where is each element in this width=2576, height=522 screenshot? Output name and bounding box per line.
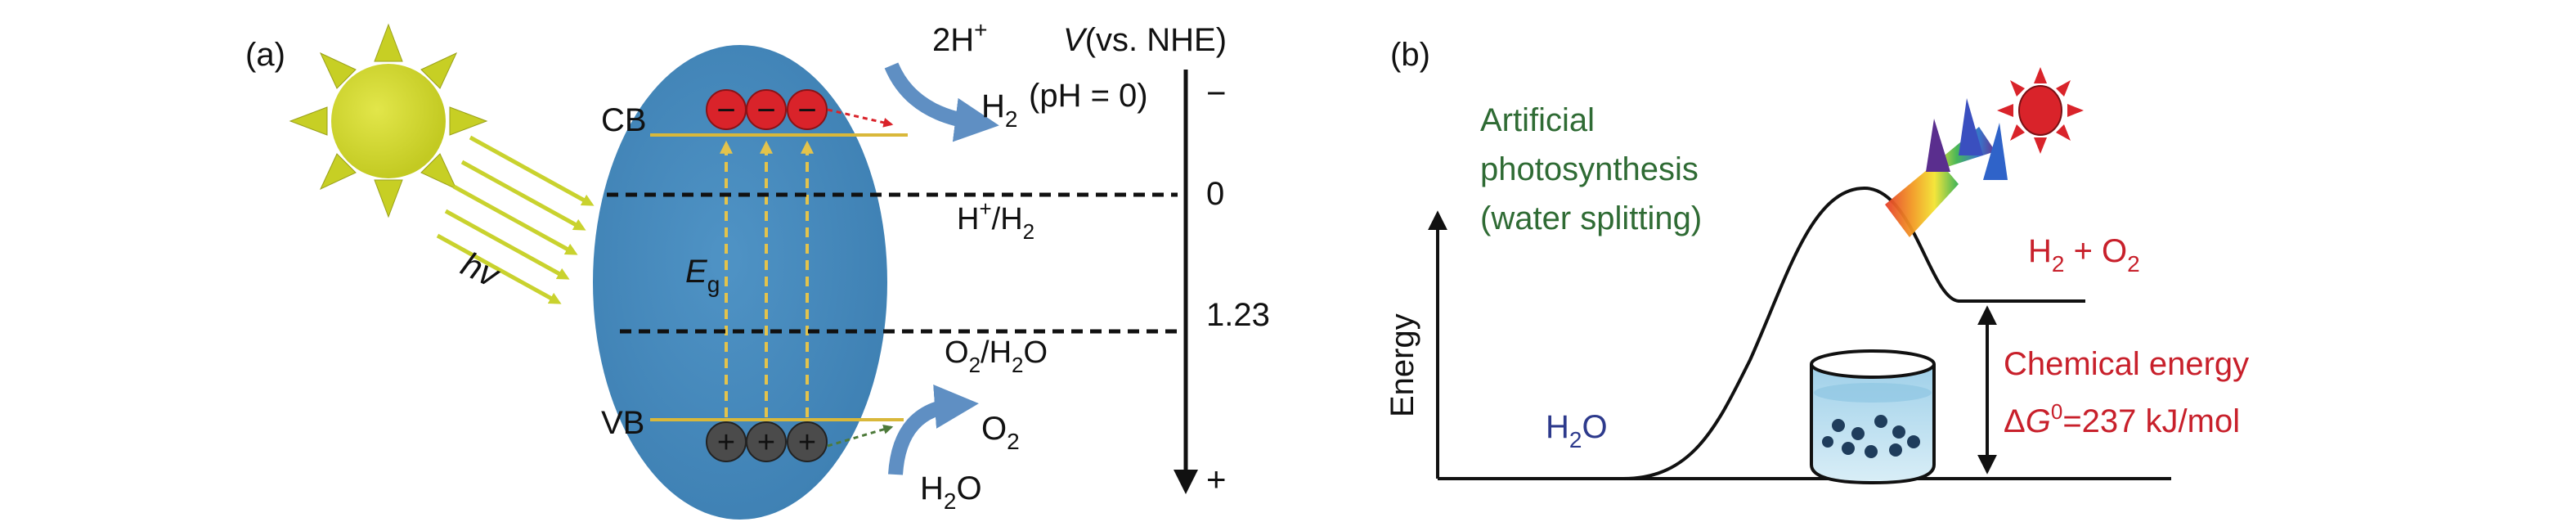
panel-a-label: (a) — [245, 37, 285, 73]
o-couple-label: O2/H2O — [945, 335, 1048, 377]
svg-text:+: + — [717, 425, 735, 460]
rainbow-light-icon — [1885, 98, 2008, 237]
vb-label: VB — [601, 405, 644, 441]
axis-zero: 0 — [1206, 176, 1224, 212]
svg-text:+: + — [757, 425, 775, 460]
h2-label: H2 — [981, 88, 1017, 132]
axis-1-23: 1.23 — [1206, 297, 1270, 333]
oxidation-arrow — [888, 385, 979, 475]
panel-b: (b) Artificial photosynthesis (water spl… — [1384, 37, 2249, 485]
h2-level-note: (pH = 0) — [1029, 78, 1148, 114]
product-label: H2 + O2 — [2028, 233, 2140, 277]
red-sun-icon — [1997, 67, 2084, 154]
panel-b-label: (b) — [1390, 37, 1430, 73]
chemical-energy-label: Chemical energy — [2004, 346, 2249, 382]
svg-text:−: − — [716, 92, 735, 128]
beaker-icon — [1810, 349, 1936, 485]
svg-text:−: − — [756, 92, 775, 128]
electrons: − − − — [706, 89, 828, 130]
potential-axis-title: V(vs. NHE) — [1063, 22, 1227, 58]
light-rays — [436, 135, 595, 304]
reduction-arrow — [884, 62, 999, 142]
svg-text:+: + — [798, 425, 816, 460]
title-line-2: photosynthesis — [1480, 151, 1699, 187]
panel-a: (a) hv — [245, 17, 1270, 520]
h-couple-label: H+/H2 — [957, 196, 1034, 244]
axis-minus: − — [1206, 74, 1227, 112]
electron-transfer-arrow — [827, 108, 894, 128]
delta-g-label: ΔG0=237 kJ/mol — [2004, 399, 2240, 439]
axis-plus: + — [1206, 460, 1227, 498]
svg-text:−: − — [797, 92, 816, 128]
sun-icon — [289, 23, 488, 218]
reactant-label: H2O — [1546, 409, 1608, 452]
o2-label: O2 — [981, 411, 1020, 454]
h2o-label-a: H2O — [920, 470, 982, 514]
energy-profile-curve — [1622, 186, 2085, 480]
title-line-1: Artificial — [1480, 102, 1595, 138]
energy-axis-label: Energy — [1384, 313, 1420, 417]
semiconductor-particle — [593, 45, 887, 520]
holes: + + + — [706, 421, 828, 462]
cb-label: CB — [601, 102, 647, 138]
title-line-3: (water splitting) — [1480, 200, 1702, 236]
h-plus-label: 2H+ — [932, 17, 988, 58]
eg-label: Eg — [685, 254, 720, 297]
hole-transfer-arrow — [827, 424, 894, 448]
excitation-arrows — [720, 140, 814, 417]
